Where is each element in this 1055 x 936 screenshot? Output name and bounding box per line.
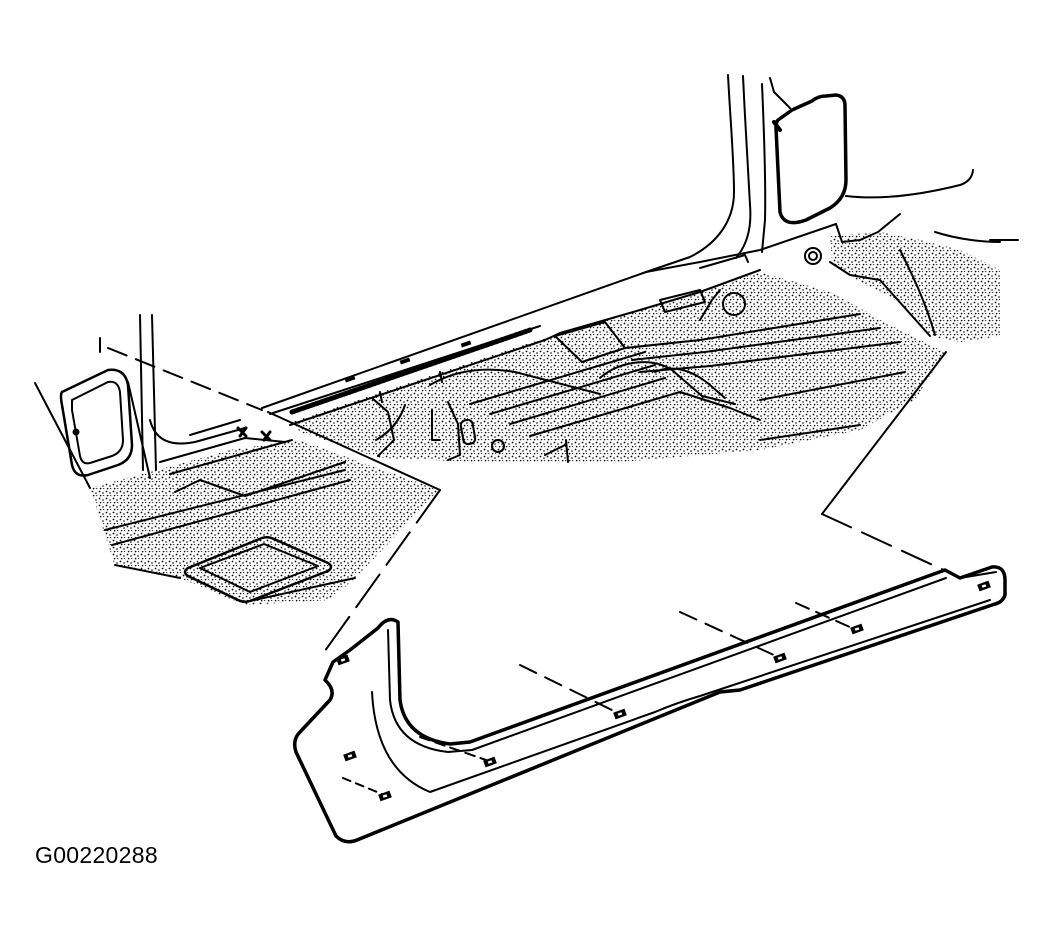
floor-pan-left-structure — [104, 411, 441, 604]
floor-pan-left — [90, 440, 440, 605]
sill-plate — [292, 565, 1007, 844]
retainer-clip — [977, 580, 991, 592]
guide-line — [679, 611, 777, 657]
retainer-clip — [343, 750, 357, 762]
door-frame-opening — [59, 368, 134, 477]
guide-line — [321, 489, 441, 656]
guide-line — [821, 513, 949, 573]
figure-id: G00220288 — [35, 842, 158, 868]
a-pillar — [34, 314, 272, 489]
retainer-clip — [773, 652, 787, 664]
retainer-clip — [850, 623, 864, 635]
guide-line — [107, 347, 263, 411]
b-pillar-trim-panel — [774, 93, 848, 225]
floor-hole — [804, 247, 822, 265]
sill-plate-outline — [292, 565, 1007, 844]
retainer-clip — [336, 654, 350, 666]
retainer-clip — [378, 790, 392, 802]
guide-line — [419, 736, 487, 761]
retainer-clip — [483, 756, 497, 768]
floor-pan-structure — [371, 289, 906, 463]
retainer-clip — [613, 708, 627, 720]
rocker-sill — [261, 223, 837, 426]
floor-access-pad — [183, 535, 333, 604]
guide-line — [821, 351, 947, 515]
guide-line — [342, 777, 383, 795]
floor-carpet-texture — [90, 232, 1000, 605]
floor-pan-right — [830, 232, 1000, 342]
b-pillar — [645, 74, 1019, 337]
